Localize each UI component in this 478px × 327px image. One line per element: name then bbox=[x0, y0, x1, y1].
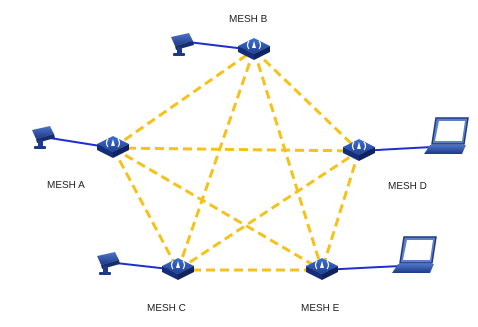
mesh-e-label: MESH E bbox=[301, 303, 340, 314]
client-links bbox=[49, 41, 433, 271]
laptop-icon-e bbox=[392, 236, 437, 273]
mesh-ap-icon-b bbox=[238, 38, 270, 60]
mesh-ap-icon-c bbox=[162, 258, 194, 280]
mesh-links bbox=[111, 48, 361, 272]
mesh-link-b-d bbox=[252, 48, 361, 153]
mesh-link-b-c bbox=[176, 49, 256, 271]
camera-icon-a bbox=[32, 126, 55, 149]
mesh-link-d-e bbox=[320, 150, 361, 271]
camera-icon-b bbox=[171, 33, 194, 56]
mesh-link-b-e bbox=[252, 49, 324, 271]
mesh-link-a-e bbox=[112, 146, 323, 272]
mesh-link-c-d bbox=[177, 149, 360, 272]
mesh-ap-icon-e bbox=[306, 258, 338, 280]
mesh-ap-icon-d bbox=[343, 139, 375, 161]
mesh-c-label: MESH C bbox=[147, 303, 186, 314]
mesh-link-a-d bbox=[112, 146, 360, 153]
mesh-d-label: MESH D bbox=[388, 181, 427, 192]
camera-icon-c bbox=[97, 252, 120, 275]
mesh-b-label: MESH B bbox=[229, 14, 268, 25]
mesh-link-a-c bbox=[111, 147, 180, 271]
mesh-a-label: MESH A bbox=[47, 180, 85, 191]
laptop-icon-d bbox=[424, 117, 469, 154]
mesh-ap-icon-a bbox=[97, 136, 129, 158]
mesh-link-a-b bbox=[112, 48, 255, 150]
